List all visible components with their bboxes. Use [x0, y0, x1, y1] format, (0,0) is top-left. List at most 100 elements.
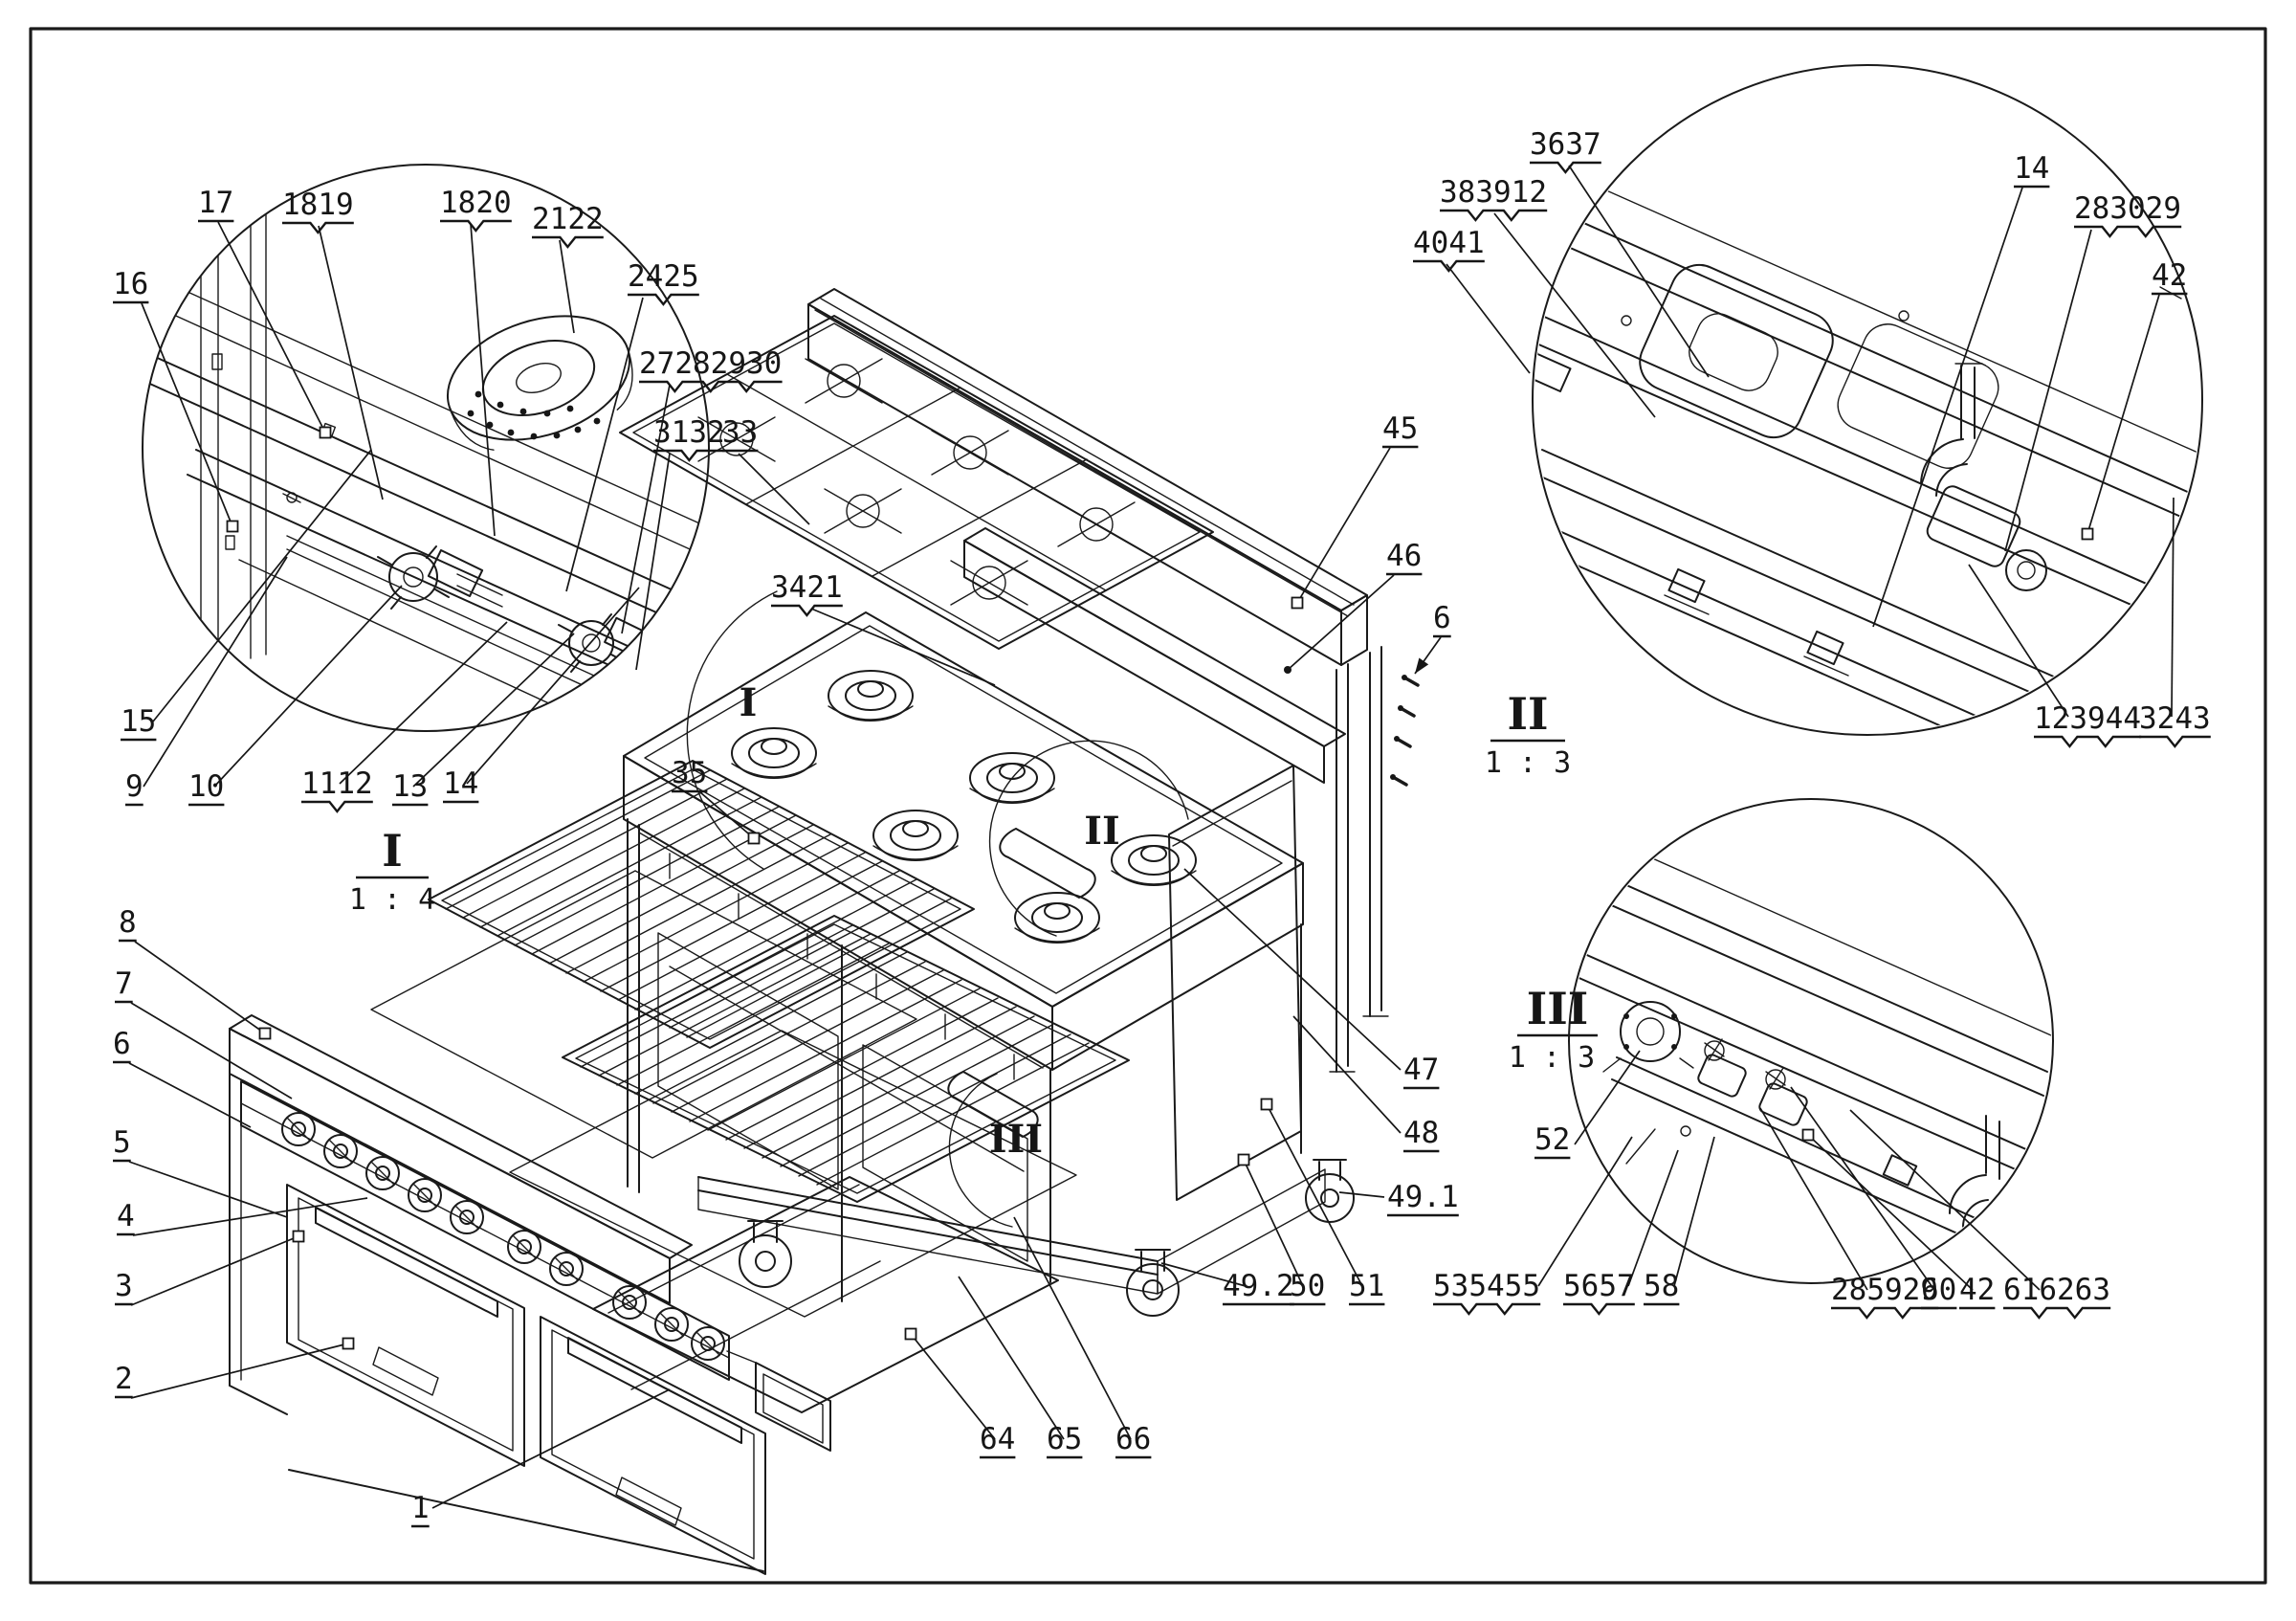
svg-text:1 : 3: 1 : 3 — [1509, 1041, 1595, 1075]
rear-shelf — [963, 527, 1346, 784]
svg-text:33: 33 — [722, 415, 758, 450]
svg-text:123944: 123944 — [2034, 701, 2141, 736]
part-label-616263: 616263 — [2003, 1273, 2111, 1320]
svg-text:2: 2 — [115, 1362, 133, 1396]
svg-text:46: 46 — [1386, 539, 1422, 573]
svg-text:535455: 535455 — [1433, 1269, 1540, 1303]
svg-text:8: 8 — [119, 905, 137, 940]
burner-grates — [619, 315, 1214, 650]
svg-text:17: 17 — [198, 186, 233, 220]
part-label-42: 42 — [1959, 1273, 1996, 1310]
view-arc-I — [686, 590, 778, 870]
part-label-285929: 285929 — [1831, 1273, 1939, 1320]
detail-circle-III — [1568, 798, 2054, 1284]
svg-text:4: 4 — [117, 1199, 135, 1233]
detail-view-marker-I: I 1 : 4 — [349, 825, 435, 917]
part-label-2122: 2122 — [532, 202, 604, 249]
lower-frame — [627, 818, 1355, 1317]
part-label-4: 4 — [117, 1199, 135, 1236]
svg-text:3132: 3132 — [653, 415, 725, 450]
svg-text:47: 47 — [1403, 1053, 1439, 1087]
svg-text:1820: 1820 — [440, 186, 512, 220]
part-label-33: 33 — [722, 415, 759, 453]
bottom-sheet — [592, 1176, 1059, 1413]
detail-view-marker-II: II1 : 3 — [1485, 688, 1571, 780]
part-label-17: 17 — [198, 186, 234, 223]
part-label-58: 58 — [1644, 1269, 1680, 1306]
part-label-51: 51 — [1349, 1269, 1385, 1306]
burner-valve-1 — [1697, 1038, 1747, 1098]
svg-text:65: 65 — [1047, 1422, 1082, 1456]
part-label-1112: 1112 — [301, 766, 373, 813]
part-label-16: 16 — [113, 267, 149, 304]
svg-text:3243: 3243 — [2139, 701, 2211, 736]
part-label-49.1: 49.1 — [1387, 1180, 1459, 1217]
svg-text:42: 42 — [2152, 258, 2187, 293]
assembled-range-front — [229, 1014, 831, 1575]
svg-text:51: 51 — [1349, 1269, 1384, 1303]
svg-text:49.1: 49.1 — [1387, 1180, 1459, 1214]
svg-text:2122: 2122 — [532, 202, 604, 236]
svg-text:45: 45 — [1382, 411, 1418, 446]
svg-text:1 : 4: 1 : 4 — [349, 883, 435, 917]
burner-valve-2 — [1758, 1067, 1808, 1126]
svg-text:50: 50 — [1290, 1269, 1325, 1303]
svg-text:14: 14 — [443, 766, 478, 801]
view-location-marker-II: II — [1084, 809, 1119, 854]
svg-text:6: 6 — [113, 1027, 131, 1061]
part-label-60: 60 — [1921, 1273, 1957, 1310]
part-label-2: 2 — [115, 1362, 133, 1399]
screw-fasteners — [1390, 675, 1420, 787]
part-label-14: 14 — [2014, 151, 2050, 189]
svg-text:616263: 616263 — [2003, 1273, 2110, 1307]
svg-text:4041: 4041 — [1413, 226, 1485, 260]
part-label-6: 6 — [1433, 601, 1451, 638]
part-label-35: 35 — [672, 756, 708, 793]
svg-text:II: II — [1507, 688, 1548, 740]
part-label-10: 10 — [188, 769, 225, 807]
svg-text:3421: 3421 — [771, 570, 843, 605]
svg-text:7: 7 — [115, 966, 133, 1001]
svg-text:58: 58 — [1644, 1269, 1679, 1303]
control-knobs[interactable] — [281, 1112, 725, 1361]
part-label-4041: 4041 — [1413, 226, 1485, 273]
svg-text:6: 6 — [1433, 601, 1451, 635]
pressure-regulator — [1602, 1001, 1694, 1073]
rack-sheet-1 — [370, 870, 917, 1159]
gas-valve — [1920, 363, 2047, 591]
part-label-48: 48 — [1403, 1116, 1440, 1153]
side-panel — [1168, 765, 1302, 1201]
part-label-283029: 283029 — [2074, 191, 2182, 238]
svg-text:5657: 5657 — [1563, 1269, 1635, 1303]
part-label-1: 1 — [411, 1491, 430, 1528]
svg-text:1112: 1112 — [301, 766, 373, 801]
svg-text:9: 9 — [125, 769, 144, 804]
svg-text:27282930: 27282930 — [639, 346, 782, 381]
part-label-1820: 1820 — [440, 186, 512, 233]
svg-text:I: I — [382, 825, 403, 877]
part-label-14: 14 — [443, 766, 479, 804]
backguard-panel — [807, 288, 1368, 666]
part-label-5: 5 — [113, 1125, 131, 1163]
detail-circle-II — [1532, 64, 2203, 736]
svg-text:383912: 383912 — [1440, 175, 1547, 210]
part-label-64: 64 — [980, 1422, 1016, 1459]
part-label-15: 15 — [121, 704, 157, 742]
oven-door-left[interactable] — [286, 1184, 525, 1467]
part-label-52: 52 — [1534, 1122, 1571, 1160]
svg-text:283029: 283029 — [2074, 191, 2181, 226]
part-label-13: 13 — [392, 769, 429, 807]
view-location-marker-I: I — [740, 680, 758, 725]
svg-text:5: 5 — [113, 1125, 131, 1160]
part-label-7: 7 — [115, 966, 133, 1004]
crumb-tray[interactable] — [726, 1350, 831, 1452]
svg-text:35: 35 — [672, 756, 707, 790]
part-label-383912: 383912 — [1440, 175, 1548, 222]
part-label-5657: 5657 — [1563, 1269, 1635, 1316]
part-label-27282930: 27282930 — [639, 346, 783, 393]
oven-door-right[interactable] — [540, 1316, 766, 1575]
part-label-535455: 535455 — [1433, 1269, 1541, 1316]
svg-text:3637: 3637 — [1530, 127, 1601, 162]
